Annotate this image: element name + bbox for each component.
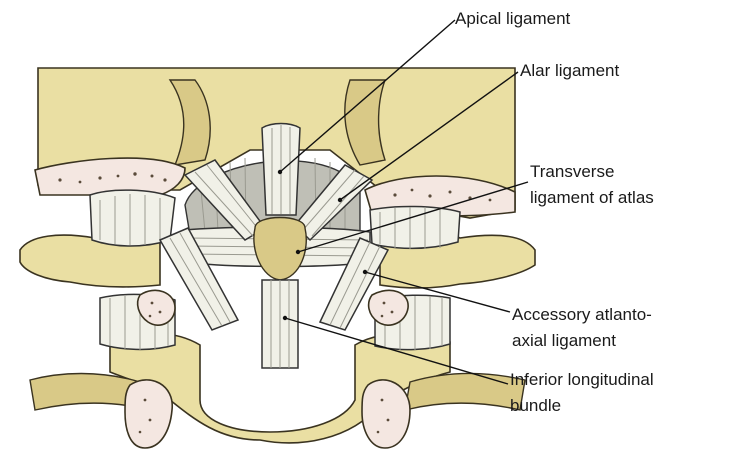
leader-apical-dot — [278, 170, 282, 174]
label-apical-ligament: Apical ligament — [455, 9, 571, 28]
leader-alar-dot — [338, 198, 342, 202]
leader-accessory-dot — [363, 270, 367, 274]
label-accessory-line1: Accessory atlanto- — [512, 305, 652, 324]
label-alar-ligament: Alar ligament — [520, 61, 619, 80]
dens-tip — [254, 218, 306, 281]
label-inferior-line2: bundle — [510, 396, 561, 415]
atlas-lateral-mass-left — [20, 190, 175, 287]
atlas-lateral-mass-right — [370, 206, 535, 287]
label-transverse-line2: ligament of atlas — [530, 188, 654, 207]
inferior-longitudinal-bundle — [262, 280, 298, 368]
label-accessory-line2: axial ligament — [512, 331, 616, 350]
label-transverse-line1: Transverse — [530, 162, 614, 181]
leader-transverse-dot — [296, 250, 300, 254]
apical-ligament — [262, 124, 300, 216]
leader-inferior-dot — [283, 316, 287, 320]
label-inferior-line1: Inferior longitudinal — [510, 370, 654, 389]
